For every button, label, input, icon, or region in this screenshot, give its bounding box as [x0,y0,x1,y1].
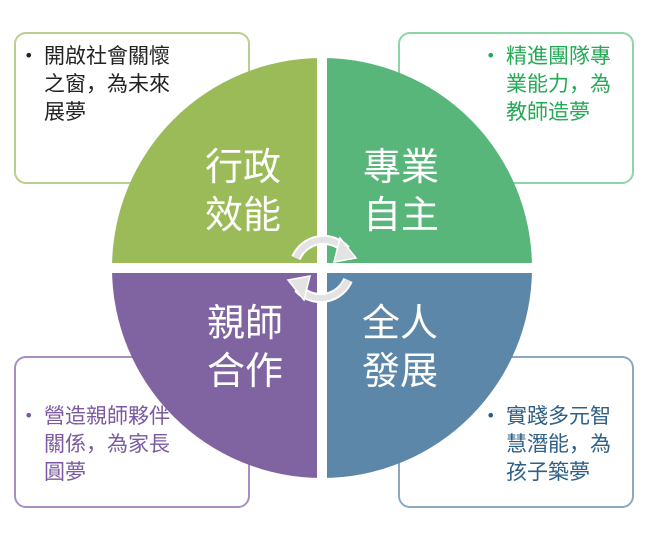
callout-text: 營造親師夥伴關係，為家長圓夢 [44,404,170,484]
cycle-arrows-icon [286,234,358,304]
quadrant-title-bottom-right: 全人 [362,301,438,345]
callout-text: 實踐多元智慧潛能，為孩子築夢 [506,404,611,484]
callout-text: 精進團隊專業能力，為教師造夢 [506,44,611,124]
callout-item: • 開啟社會關懷之窗，為未來展夢 [24,42,174,126]
callout-text: 開啟社會關懷之窗，為未來展夢 [44,44,170,124]
quadrant-title-top-right: 自主 [363,193,439,237]
bullet-icon: • [486,406,496,425]
quadrant-title-top-left: 效能 [205,193,281,237]
quadrant-title-top-right: 專業 [363,145,439,189]
quadrant-title-bottom-left: 合作 [207,349,283,393]
quadrant-title-top-left: 行政 [205,145,281,189]
quadrant-top-left [112,58,322,268]
callout-item: • 營造親師夥伴關係，為家長圓夢 [24,402,174,486]
quadrant-title-bottom-left: 親師 [207,301,283,345]
bullet-icon: • [24,406,34,425]
quadrant-title-bottom-right: 發展 [362,349,438,393]
bullet-icon: • [24,46,34,65]
callout-item: • 精進團隊專業能力，為教師造夢 [486,42,631,126]
callout-item: • 實踐多元智慧潛能，為孩子築夢 [486,402,631,486]
quadrant-bottom-left [112,268,322,478]
quadrant-bottom-right [322,268,532,478]
quadrant-top-right [322,58,532,268]
bullet-icon: • [486,46,496,65]
callout-top-right: • 精進團隊專業能力，為教師造夢 [398,32,634,184]
